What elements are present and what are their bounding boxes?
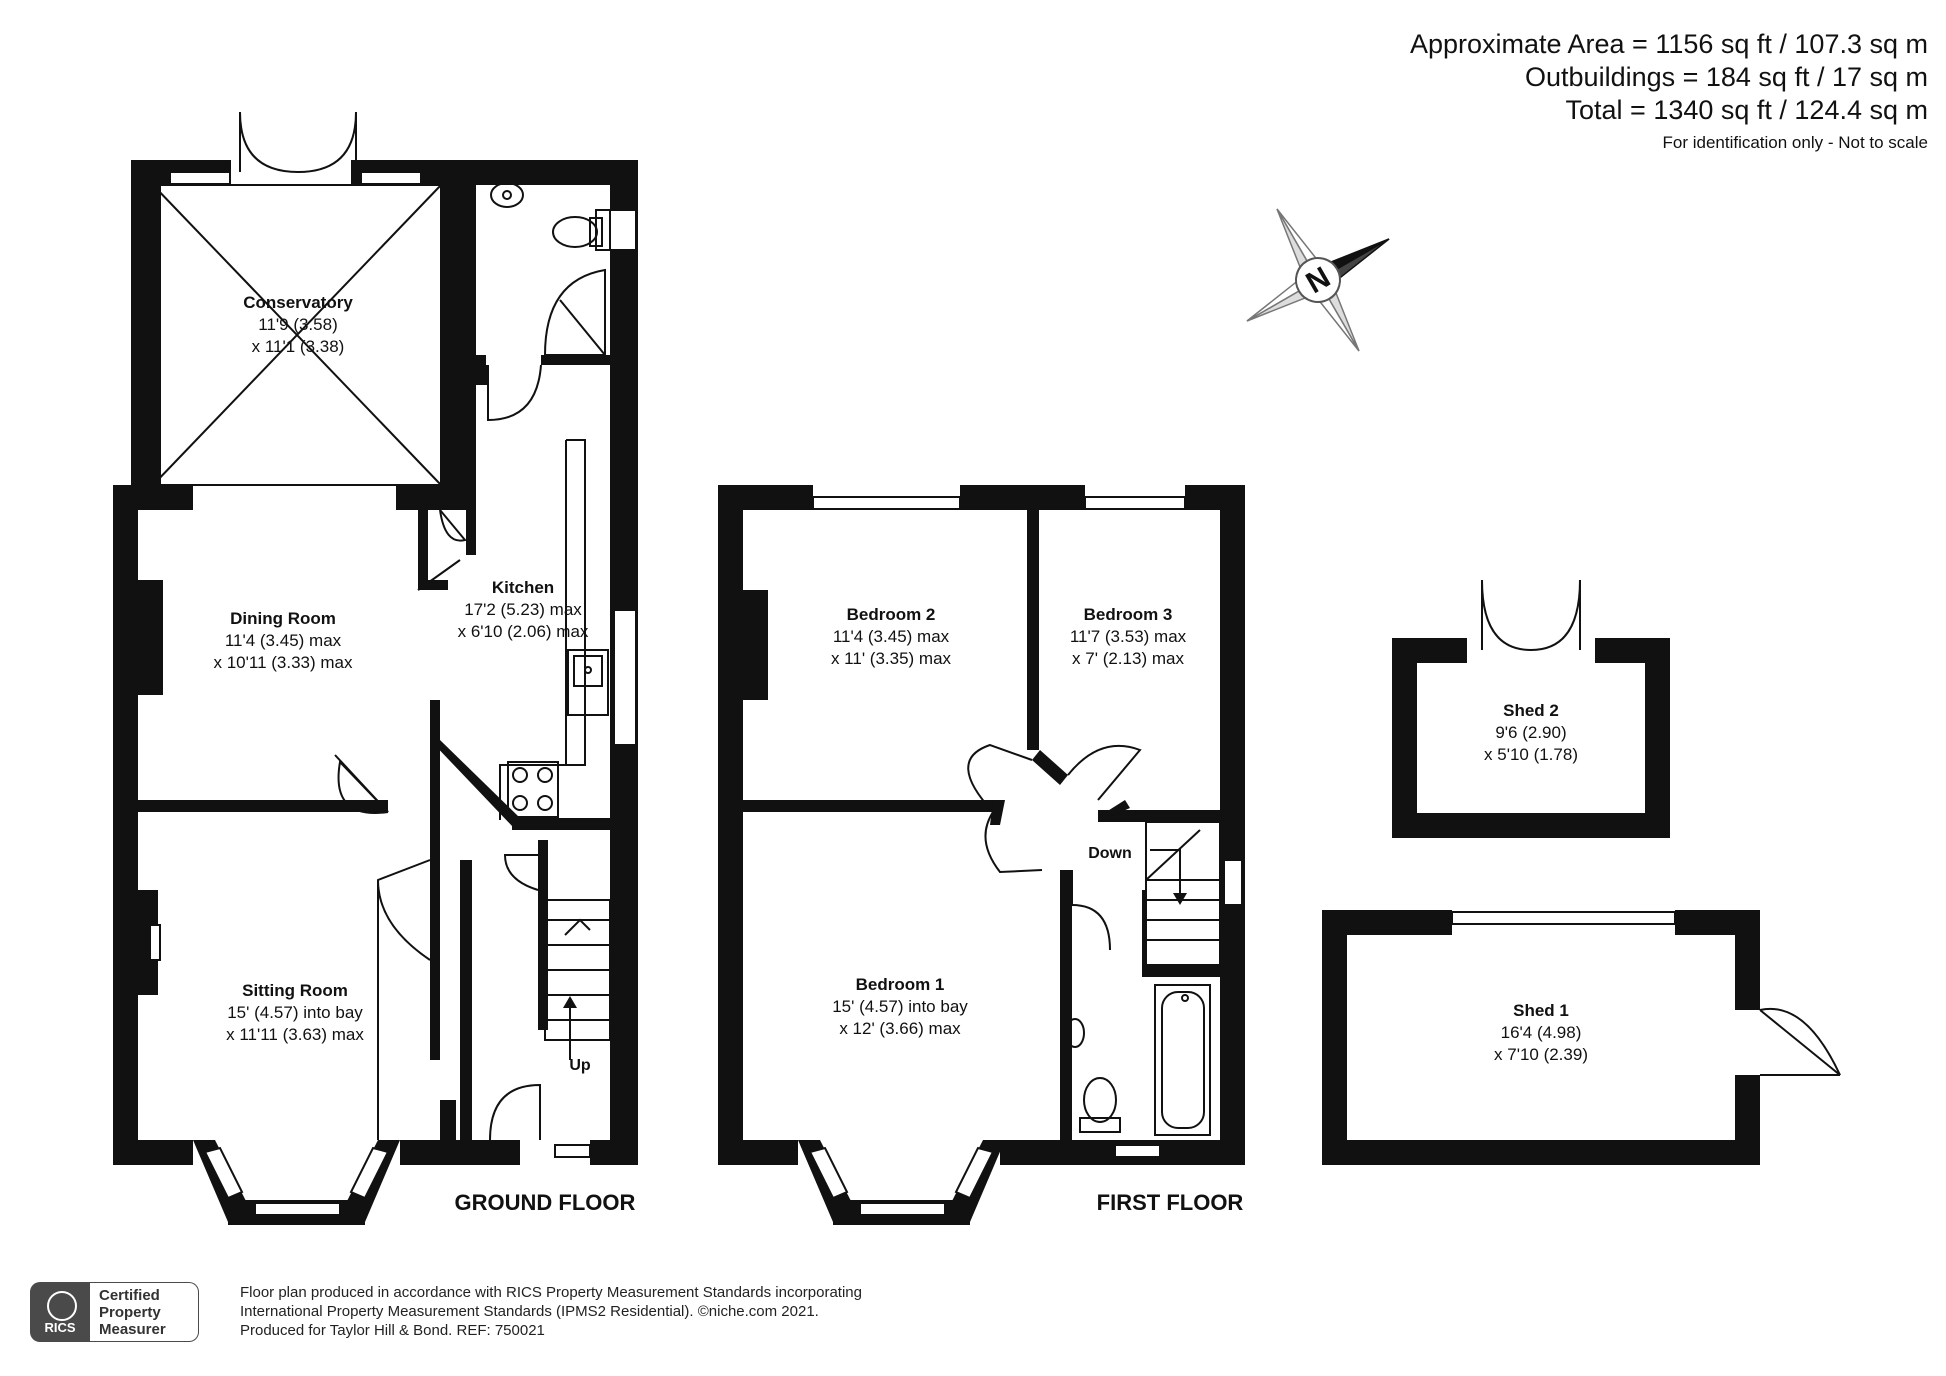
outbuildings (1322, 579, 1841, 1165)
sitting-room-dim1: 15' (4.57) into bay (227, 1003, 363, 1022)
first-floor (718, 485, 1245, 1225)
ground-floor-labels: Conservatory 11'9 (3.58) x 11'1 (3.38) D… (214, 293, 636, 1215)
first-floor-label: FIRST FLOOR (1097, 1190, 1244, 1215)
scale-note: For identification only - Not to scale (1662, 133, 1928, 152)
rics-lion-icon (47, 1291, 77, 1321)
kitchen-dim2: x 6'10 (2.06) max (458, 622, 589, 641)
bedroom2-dim2: x 11' (3.35) max (831, 649, 952, 668)
kitchen-name: Kitchen (492, 578, 554, 597)
shed2-dim1: 9'6 (2.90) (1495, 723, 1566, 742)
stairs-up-label: Up (569, 1057, 591, 1074)
shed1-dim2: x 7'10 (2.39) (1494, 1045, 1588, 1064)
shed1-name: Shed 1 (1513, 1001, 1569, 1020)
compass-icon (1246, 208, 1390, 352)
bedroom3-dim2: x 7' (2.13) max (1072, 649, 1184, 668)
footer-notes: Floor plan produced in accordance with R… (240, 1283, 862, 1340)
conservatory-dim2: x 11'1 (3.38) (252, 337, 345, 356)
dining-room-name: Dining Room (230, 609, 336, 628)
badge-text: Certified Property Measurer (90, 1282, 199, 1342)
first-floor-labels: Bedroom 2 11'4 (3.45) max x 11' (3.35) m… (831, 605, 1243, 1215)
outbuilding-labels: Shed 2 9'6 (2.90) x 5'10 (1.78) Shed 1 1… (1484, 701, 1588, 1064)
bedroom3-name: Bedroom 3 (1084, 605, 1173, 624)
shed2-dim2: x 5'10 (1.78) (1484, 745, 1578, 764)
bedroom1-dim2: x 12' (3.66) max (839, 1019, 961, 1038)
rics-logo: RICS (30, 1282, 90, 1342)
footer-line1: Floor plan produced in accordance with R… (240, 1284, 862, 1301)
ground-floor-label: GROUND FLOOR (455, 1190, 636, 1215)
certified-measurer-badge: RICS Certified Property Measurer (30, 1282, 200, 1342)
conservatory-name: Conservatory (243, 293, 353, 312)
sitting-room-name: Sitting Room (242, 981, 348, 1000)
area-summary: Approximate Area = 1156 sq ft / 107.3 sq… (1410, 28, 1928, 153)
shed2-name: Shed 2 (1503, 701, 1559, 720)
footer-line2: International Property Measurement Stand… (240, 1303, 819, 1320)
total-area: Total = 1340 sq ft / 124.4 sq m (1565, 95, 1928, 125)
dining-room-dim2: x 10'11 (3.33) max (214, 653, 353, 672)
bedroom2-dim1: 11'4 (3.45) max (833, 627, 950, 646)
ground-floor (113, 111, 638, 1225)
kitchen-dim1: 17'2 (5.23) max (464, 600, 582, 619)
bedroom2-name: Bedroom 2 (847, 605, 936, 624)
bedroom3-dim1: 11'7 (3.53) max (1070, 627, 1187, 646)
badge-line1: Certified (99, 1287, 160, 1304)
badge-line3: Measurer (99, 1321, 166, 1338)
bedroom1-dim1: 15' (4.57) into bay (832, 997, 968, 1016)
badge-line2: Property (99, 1304, 161, 1321)
conservatory-dim1: 11'9 (3.58) (258, 315, 337, 334)
dining-room-dim1: 11'4 (3.45) max (225, 631, 342, 650)
shed1-dim1: 16'4 (4.98) (1501, 1023, 1582, 1042)
bedroom1-name: Bedroom 1 (856, 975, 945, 994)
stairs-down-label: Down (1088, 845, 1132, 862)
approximate-area: Approximate Area = 1156 sq ft / 107.3 sq… (1409, 29, 1928, 59)
outbuildings-area: Outbuildings = 184 sq ft / 17 sq m (1525, 62, 1928, 92)
footer-line3: Produced for Taylor Hill & Bond. REF: 75… (240, 1322, 545, 1339)
sitting-room-dim2: x 11'11 (3.63) max (226, 1025, 364, 1044)
rics-label: RICS (44, 1320, 76, 1335)
